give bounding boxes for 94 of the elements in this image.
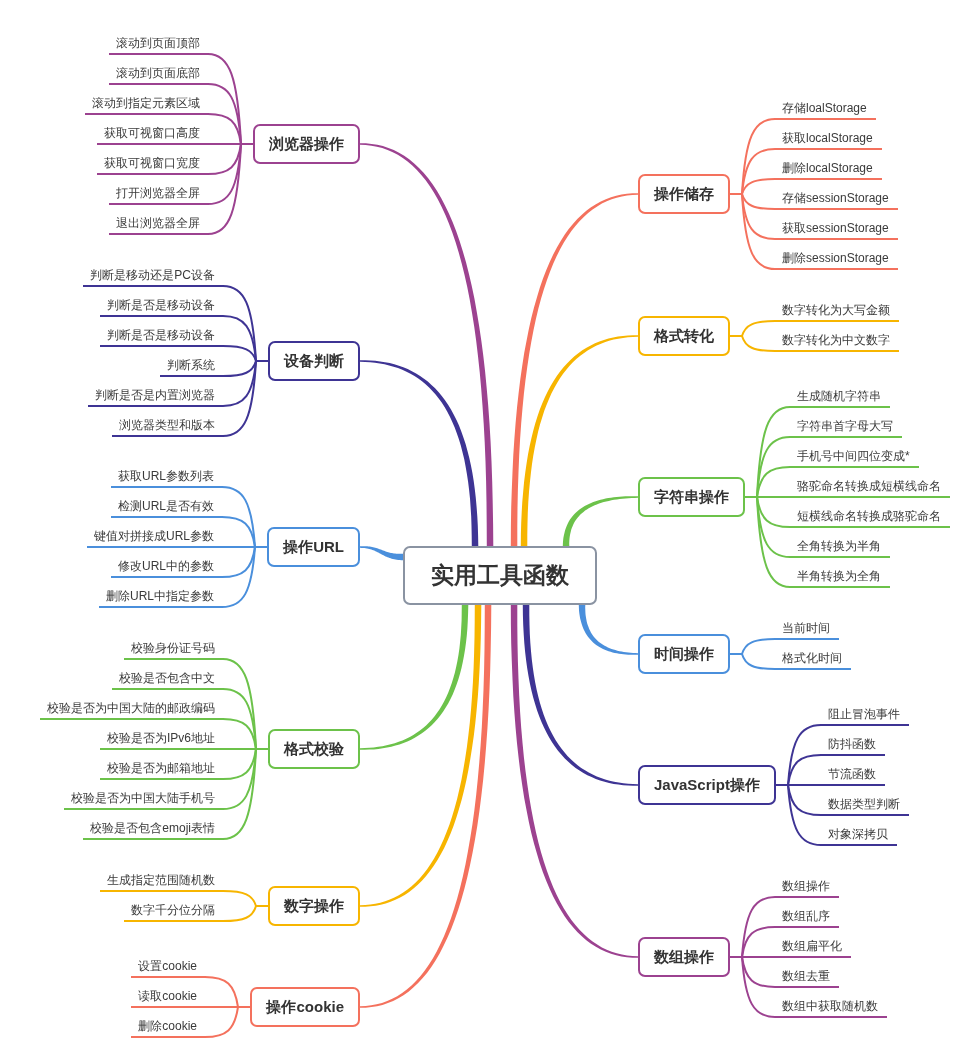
connector-line [729, 653, 776, 670]
connector-line [222, 360, 269, 437]
subtopic-label: 存储loalStorage [775, 98, 876, 120]
subtopic-label: 数字转化为中文数字 [775, 330, 899, 352]
subtopic-label: 判断是移动还是PC设备 [83, 265, 223, 287]
subtopic-label: 校验身份证号码 [124, 638, 223, 660]
subtopic-label: 字符串首字母大写 [790, 416, 902, 438]
connector-line [729, 193, 776, 270]
branch-line [360, 605, 492, 1008]
branch-line [360, 605, 469, 750]
subtopic-label: 数据类型判断 [821, 794, 909, 816]
subtopic-label: 数组操作 [775, 876, 839, 898]
subtopic-label: 校验是否为中国大陆手机号 [64, 788, 223, 810]
subtopic-label: 获取URL参数列表 [111, 466, 222, 488]
branch-line [520, 335, 638, 546]
subtopic-label: 获取sessionStorage [775, 218, 898, 240]
subtopic-label: 删除sessionStorage [775, 248, 898, 270]
subtopic-label: 校验是否包含emoji表情 [83, 818, 223, 840]
subtopic-label: 获取localStorage [775, 128, 882, 150]
subtopic-label: 校验是否为中国大陆的邮政编码 [40, 698, 223, 720]
connector-line [222, 905, 269, 922]
branch-line [360, 546, 403, 561]
subtopic-label: 格式化时间 [775, 648, 851, 670]
topic-box: JavaScript操作 [638, 765, 776, 805]
topic-box: 数组操作 [638, 937, 730, 977]
subtopic-label: 修改URL中的参数 [111, 556, 222, 578]
topic-box: 操作URL [267, 527, 360, 567]
subtopic-label: 数组乱序 [775, 906, 839, 928]
subtopic-label: 获取可视窗口宽度 [97, 153, 208, 175]
topic-box: 格式校验 [268, 729, 360, 769]
subtopic-label: 滚动到指定元素区域 [85, 93, 208, 115]
connector-line [729, 956, 776, 1018]
subtopic-label: 校验是否为IPv6地址 [100, 728, 223, 750]
subtopic-label: 数组中获取随机数 [775, 996, 887, 1018]
subtopic-label: 数组扁平化 [775, 936, 851, 958]
subtopic-label: 判断系统 [160, 355, 223, 377]
connector-line [775, 784, 822, 846]
subtopic-label: 读取cookie [131, 986, 205, 1008]
subtopic-label: 打开浏览器全屏 [109, 183, 208, 205]
subtopic-label: 对象深拷贝 [821, 824, 897, 846]
subtopic-label: 删除URL中指定参数 [99, 586, 222, 608]
subtopic-label: 骆驼命名转换成短横线命名 [790, 476, 950, 498]
subtopic-label: 删除cookie [131, 1016, 205, 1038]
subtopic-label: 数字转化为大写金额 [775, 300, 899, 322]
subtopic-label: 判断是否是内置浏览器 [88, 385, 223, 407]
connector-line [204, 1006, 251, 1038]
subtopic-label: 浏览器类型和版本 [112, 415, 223, 437]
subtopic-label: 滚动到页面顶部 [109, 33, 208, 55]
subtopic-label: 数组去重 [775, 966, 839, 988]
subtopic-label: 阻止冒泡事件 [821, 704, 909, 726]
subtopic-label: 判断是否是移动设备 [100, 295, 223, 317]
subtopic-label: 生成随机字符串 [790, 386, 890, 408]
branch-line [522, 605, 638, 786]
subtopic-label: 校验是否为邮箱地址 [100, 758, 223, 780]
subtopic-label: 删除localStorage [775, 158, 882, 180]
branch-line [562, 496, 638, 546]
connector-line [221, 546, 268, 608]
topic-box: 时间操作 [638, 634, 730, 674]
subtopic-label: 数字千分位分隔 [124, 900, 223, 922]
subtopic-label: 当前时间 [775, 618, 839, 640]
subtopic-label: 检测URL是否有效 [111, 496, 222, 518]
connector-line [729, 335, 776, 352]
topic-box: 字符串操作 [638, 477, 745, 517]
topic-box: 数字操作 [268, 886, 360, 926]
topic-box: 操作储存 [638, 174, 730, 214]
connector-line [744, 496, 791, 588]
subtopic-label: 存储sessionStorage [775, 188, 898, 210]
subtopic-label: 键值对拼接成URL参数 [87, 526, 222, 548]
subtopic-label: 退出浏览器全屏 [109, 213, 208, 235]
branch-line [510, 605, 638, 958]
subtopic-label: 防抖函数 [821, 734, 885, 756]
branch-line [360, 360, 479, 546]
subtopic-label: 全角转换为半角 [790, 536, 890, 558]
subtopic-label: 生成指定范围随机数 [100, 870, 223, 892]
subtopic-label: 获取可视窗口高度 [97, 123, 208, 145]
subtopic-label: 判断是否是移动设备 [100, 325, 223, 347]
topic-box: 浏览器操作 [253, 124, 360, 164]
subtopic-label: 手机号中间四位变成* [790, 446, 919, 468]
branch-line [578, 605, 638, 655]
subtopic-label: 校验是否包含中文 [112, 668, 223, 690]
topic-box: 格式转化 [638, 316, 730, 356]
branch-line [360, 143, 494, 546]
subtopic-label: 短横线命名转换成骆驼命名 [790, 506, 950, 528]
subtopic-label: 设置cookie [131, 956, 205, 978]
subtopic-label: 滚动到页面底部 [109, 63, 208, 85]
central-topic-box: 实用工具函数 [403, 546, 597, 605]
subtopic-label: 半角转换为全角 [790, 566, 890, 588]
connector-line [222, 748, 269, 840]
subtopic-label: 节流函数 [821, 764, 885, 786]
topic-box: 设备判断 [268, 341, 360, 381]
branch-line [360, 605, 482, 907]
topic-box: 操作cookie [250, 987, 360, 1027]
branch-line [510, 193, 638, 546]
connector-line [207, 143, 254, 235]
